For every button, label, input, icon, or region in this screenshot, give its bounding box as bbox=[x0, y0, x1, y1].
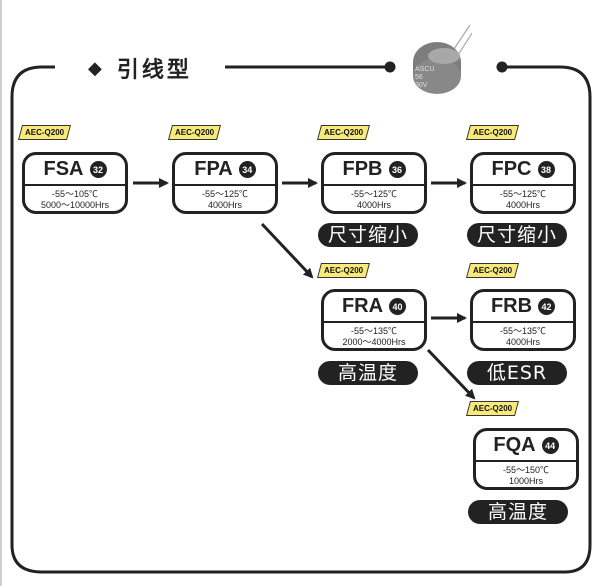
lifetime: 5000～10000Hrs bbox=[40, 200, 110, 210]
series-node-fsa[interactable]: FSA 32 -55～105℃ 5000～10000Hrs bbox=[22, 152, 128, 214]
page-number-badge: 40 bbox=[389, 298, 407, 315]
series-node-fpb[interactable]: FPB 36 -55～125℃ 4000Hrs bbox=[321, 152, 427, 214]
temperature-range: -55～125℃ bbox=[499, 189, 547, 199]
section-title: ◆ 引线型 bbox=[88, 52, 192, 84]
series-name: FPC bbox=[491, 158, 532, 180]
aec-q200-badge: AEC-Q200 bbox=[316, 263, 371, 278]
page-number-badge: 32 bbox=[89, 161, 107, 178]
page-number-badge: 38 bbox=[537, 161, 555, 178]
series-node-frb[interactable]: FRB 42 -55～135℃ 4000Hrs bbox=[470, 289, 576, 351]
lifetime: 4000Hrs bbox=[505, 200, 541, 210]
series-node-fpa[interactable]: FPA 34 -55～125℃ 4000Hrs bbox=[172, 152, 278, 214]
page-edge-rule bbox=[0, 0, 2, 586]
edge-fra-fqa bbox=[426, 348, 476, 400]
temperature-range: -55～135℃ bbox=[350, 326, 398, 336]
page-number-badge: 36 bbox=[388, 161, 406, 178]
page-number-badge: 42 bbox=[538, 298, 556, 315]
temperature-range: -55～150℃ bbox=[502, 465, 550, 475]
capacitor-icon: ASCU 56 30V bbox=[413, 24, 472, 94]
section-title-text: 引线型 bbox=[116, 58, 192, 83]
lifetime: 4000Hrs bbox=[505, 337, 541, 347]
page-number-badge: 34 bbox=[238, 161, 256, 178]
aec-q200-badge: AEC-Q200 bbox=[167, 125, 222, 140]
frame-top-left bbox=[10, 65, 592, 574]
lifetime: 1000Hrs bbox=[508, 476, 544, 486]
aec-q200-badge: AEC-Q200 bbox=[465, 263, 520, 278]
lifetime: 2000～4000Hrs bbox=[342, 337, 406, 347]
lifetime: 4000Hrs bbox=[356, 200, 392, 210]
series-node-fra[interactable]: FRA 40 -55～135℃ 2000～4000Hrs bbox=[321, 289, 427, 351]
frame-dot-right bbox=[496, 61, 508, 73]
series-name: FRA bbox=[341, 295, 384, 317]
feature-pill: 高温度 bbox=[468, 500, 568, 524]
series-name: FSA bbox=[43, 158, 84, 180]
aec-q200-badge: AEC-Q200 bbox=[17, 125, 72, 140]
svg-text:56: 56 bbox=[415, 74, 423, 81]
page-number-badge: 44 bbox=[541, 437, 559, 454]
feature-pill: 高温度 bbox=[318, 361, 418, 385]
series-node-fqa[interactable]: FQA 44 -55～150℃ 1000Hrs bbox=[473, 428, 579, 490]
aec-q200-badge: AEC-Q200 bbox=[465, 401, 520, 416]
edge-fpa-fra bbox=[260, 222, 314, 279]
feature-pill: 低ESR bbox=[467, 361, 567, 385]
svg-text:30V: 30V bbox=[415, 82, 428, 89]
lifetime: 4000Hrs bbox=[207, 200, 243, 210]
series-name: FPB bbox=[342, 158, 383, 180]
frame-dot-left bbox=[384, 61, 396, 73]
temperature-range: -55～135℃ bbox=[499, 326, 547, 336]
aec-q200-badge: AEC-Q200 bbox=[316, 125, 371, 140]
temperature-range: -55～125℃ bbox=[350, 189, 398, 199]
diamond-icon: ◆ bbox=[88, 57, 105, 79]
temperature-range: -55～105℃ bbox=[51, 189, 99, 199]
aec-q200-badge: AEC-Q200 bbox=[465, 125, 520, 140]
series-name: FRB bbox=[490, 295, 533, 317]
svg-text:ASCU: ASCU bbox=[415, 66, 434, 73]
series-node-fpc[interactable]: FPC 38 -55～125℃ 4000Hrs bbox=[470, 152, 576, 214]
series-name: FQA bbox=[493, 434, 536, 456]
feature-pill: 尺寸缩小 bbox=[318, 223, 418, 247]
temperature-range: -55～125℃ bbox=[201, 189, 249, 199]
series-name: FPA bbox=[194, 158, 233, 180]
feature-pill: 尺寸缩小 bbox=[467, 223, 567, 247]
